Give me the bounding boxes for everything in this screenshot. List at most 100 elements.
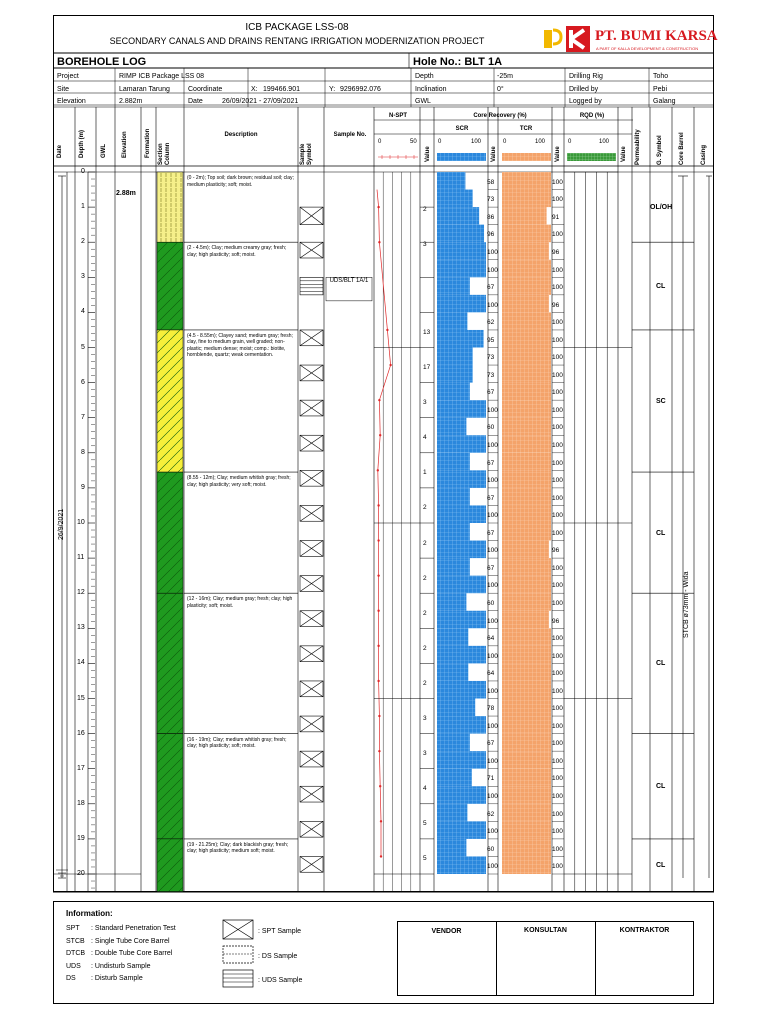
logo-mark-icon: [541, 26, 590, 52]
x-value: 199466.901: [263, 86, 300, 93]
scr-min: 0: [438, 139, 442, 145]
nspt-value: 1: [423, 469, 427, 477]
tcr-bar: [502, 803, 551, 822]
table-grid: [53, 52, 714, 892]
sample-number: UDS/BLT 1A/1: [329, 278, 369, 285]
nspt-value: 4: [423, 785, 427, 793]
tcr-bar: [502, 417, 551, 436]
depth-label: 11: [77, 554, 85, 562]
depth-label: 0: [81, 168, 85, 175]
spt-cross: [299, 399, 324, 417]
tcr-value: 96: [552, 617, 560, 625]
scr-value: 64: [487, 670, 495, 678]
group-symbol: OL/OH: [650, 204, 673, 212]
date-label: Date: [188, 98, 203, 105]
tcr-bar: [502, 294, 550, 313]
tcr-value: 100: [552, 740, 563, 748]
scr-bar: [437, 540, 486, 559]
tcr-scale-swatch: [502, 153, 551, 161]
section-hatch: [157, 242, 183, 330]
tcr-bar: [502, 663, 551, 681]
tcr-bar: [502, 400, 551, 418]
date-value: 26/09/2021 - 27/09/2021: [222, 98, 299, 105]
tcr-value: 100: [552, 459, 563, 467]
legend-title: Information:: [66, 909, 113, 918]
scr-bar: [437, 768, 472, 787]
nspt-value: 3: [423, 241, 427, 249]
scr-max: 100: [471, 139, 482, 145]
scr-bar: [437, 751, 486, 769]
depth-label: 2: [81, 238, 85, 246]
col-rqd: RQD (%): [579, 113, 605, 119]
nspt-point: [377, 679, 380, 683]
depth-label: 6: [81, 378, 85, 386]
project-label: Project: [57, 73, 79, 80]
scr-value: 100: [487, 793, 498, 801]
nspt-point: [377, 644, 380, 648]
tcr-value: 100: [552, 863, 563, 871]
elevation-value: 2.882m: [119, 98, 143, 105]
layer-description: (0 - 2m); Top soil; dark brown; residual…: [187, 175, 294, 188]
nspt-point: [378, 714, 381, 718]
scr-value: 100: [487, 863, 498, 871]
col-depth: Depth (m): [79, 130, 85, 158]
kontraktor-label: KONTRAKTOR: [619, 927, 670, 934]
nspt-point: [379, 855, 383, 858]
tcr-bar: [502, 224, 551, 243]
legend-abbr: DS: [66, 975, 76, 982]
tcr-min: 0: [503, 139, 507, 145]
tcr-bar: [502, 698, 551, 717]
legend-text: : Undisturb Sample: [91, 962, 151, 970]
section-hatch: [157, 329, 183, 473]
group-symbol: CL: [656, 862, 666, 870]
scr-bar: [437, 277, 470, 295]
spt-cross: [299, 821, 324, 838]
nspt-point: [389, 363, 392, 367]
tcr-bar: [502, 645, 551, 664]
tcr-value: 96: [552, 248, 560, 256]
scr-value: 100: [487, 512, 498, 520]
col-description: Description: [224, 132, 258, 138]
tcr-value: 100: [552, 389, 563, 397]
tcr-max: 100: [535, 139, 546, 145]
scr-value: 73: [487, 371, 495, 379]
log-title: BOREHOLE LOG: [57, 56, 147, 68]
col-date: Date: [57, 144, 63, 158]
package-title: ICB PACKAGE LSS-08: [245, 22, 349, 33]
depth-label: 12: [77, 589, 85, 597]
tcr-value: 100: [552, 494, 563, 502]
tcr-value: 100: [552, 477, 563, 485]
depth-label: 15: [77, 694, 85, 702]
scr-value: 58: [487, 178, 495, 186]
nspt-point: [379, 820, 383, 823]
tcr-bar: [502, 365, 551, 383]
legend-ds-sample: : DS Sample: [258, 953, 298, 960]
scr-value: 67: [487, 459, 495, 467]
tcr-bar: [502, 277, 551, 295]
scr-bar: [437, 452, 470, 471]
tcr-bar: [502, 505, 551, 523]
tcr-value: 100: [552, 670, 563, 678]
group-symbol: SC: [656, 398, 666, 406]
scr-bar: [437, 558, 470, 576]
col-tcr-value: Value: [555, 146, 561, 162]
tcr-bar: [502, 487, 551, 506]
scr-value: 67: [487, 389, 495, 397]
depth-label: 14: [77, 659, 85, 667]
legend-abbr: UDS: [66, 962, 81, 970]
col-casing: Casing: [701, 144, 707, 165]
legend-abbr: SPT: [66, 925, 80, 932]
scr-bar: [437, 294, 486, 313]
scr-bar: [437, 680, 486, 699]
depth-label: 3: [81, 273, 85, 281]
col-sample-no: Sample No.: [333, 132, 367, 138]
depth-label: 4: [81, 308, 85, 316]
scr-bar: [437, 838, 467, 857]
tcr-value: 100: [552, 529, 563, 537]
tcr-bar: [502, 312, 551, 330]
tcr-bar: [502, 189, 551, 208]
nspt-point: [377, 539, 380, 542]
company-logo: PT. BUMI KARSA A PART OF KALLA DEVELOPME…: [541, 22, 718, 56]
scr-value: 62: [487, 319, 495, 327]
